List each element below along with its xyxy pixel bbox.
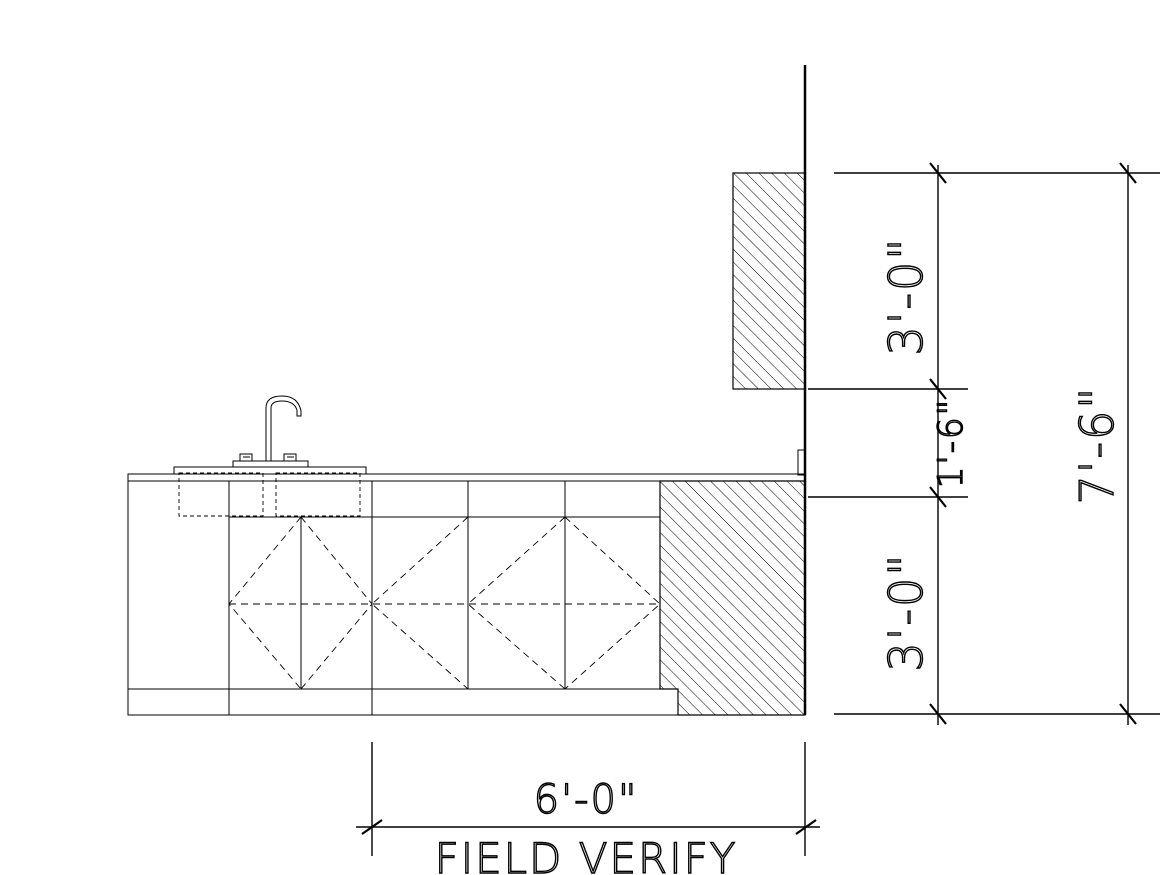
backsplash-dimension: 1'-6" bbox=[931, 398, 971, 489]
countertop bbox=[127, 473, 806, 482]
upper-cabinet-section bbox=[732, 172, 806, 390]
faucet bbox=[232, 395, 309, 468]
base-cabinet-section bbox=[659, 480, 806, 716]
door-swing-lines bbox=[228, 516, 661, 690]
sink-bowls bbox=[178, 472, 361, 517]
overall-height-dimension: 7'-6" bbox=[1070, 386, 1124, 505]
vertical-dimension-lines bbox=[937, 165, 1129, 725]
base-cabinet-dimension: 3'-0" bbox=[879, 553, 933, 672]
width-dimension: 6'-0" bbox=[534, 777, 639, 823]
field-verify-note: FIELD VERIFY bbox=[435, 834, 738, 875]
horizontal-dimension bbox=[356, 742, 820, 856]
dimension-extension-lines bbox=[808, 172, 1160, 715]
toe-kick bbox=[127, 688, 679, 716]
upper-cabinet-dimension: 3'-0" bbox=[879, 237, 933, 356]
backsplash-edge bbox=[797, 449, 806, 476]
